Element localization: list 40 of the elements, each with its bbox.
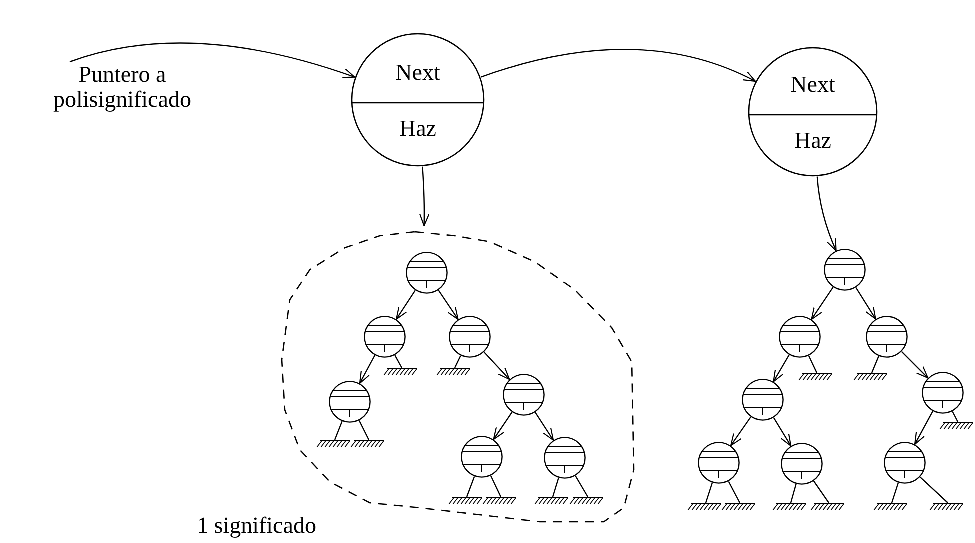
connector-line bbox=[728, 481, 741, 504]
arrow bbox=[773, 354, 790, 382]
connector-line bbox=[952, 411, 959, 422]
arrow bbox=[773, 418, 792, 447]
connector-line bbox=[552, 478, 560, 498]
annotation-text: Puntero a polisignificado bbox=[15, 62, 230, 113]
field-label: Haz bbox=[793, 128, 833, 154]
connector-line bbox=[454, 356, 462, 368]
group-label: 1 significado bbox=[197, 513, 316, 538]
connector-line bbox=[790, 484, 797, 504]
arrow bbox=[484, 352, 510, 380]
connector-line bbox=[466, 476, 476, 498]
arrow bbox=[730, 416, 752, 446]
field-label: Next bbox=[394, 60, 442, 86]
arrow bbox=[359, 355, 376, 384]
connector-line bbox=[891, 482, 900, 504]
connector-line bbox=[575, 476, 589, 498]
arrow bbox=[396, 290, 416, 320]
arrow bbox=[420, 166, 430, 227]
connector-line bbox=[705, 482, 714, 504]
arrow bbox=[534, 412, 554, 441]
connector-line bbox=[394, 355, 403, 368]
connector-line bbox=[920, 476, 948, 504]
connector-line bbox=[334, 421, 343, 440]
connector-line bbox=[358, 420, 370, 440]
connector-line bbox=[490, 476, 502, 498]
connector-line bbox=[871, 356, 880, 374]
arrow bbox=[480, 49, 756, 82]
connector-line bbox=[808, 356, 818, 374]
arrow bbox=[816, 176, 837, 252]
arrow bbox=[493, 412, 513, 440]
field-label: Haz bbox=[398, 116, 438, 142]
arrow bbox=[438, 290, 459, 320]
connector-line bbox=[813, 480, 830, 504]
field-label: Next bbox=[790, 72, 836, 98]
arrow bbox=[811, 287, 834, 320]
arrow bbox=[856, 287, 876, 320]
arrow bbox=[914, 411, 934, 446]
arrow bbox=[70, 42, 356, 78]
arrow bbox=[901, 351, 929, 379]
